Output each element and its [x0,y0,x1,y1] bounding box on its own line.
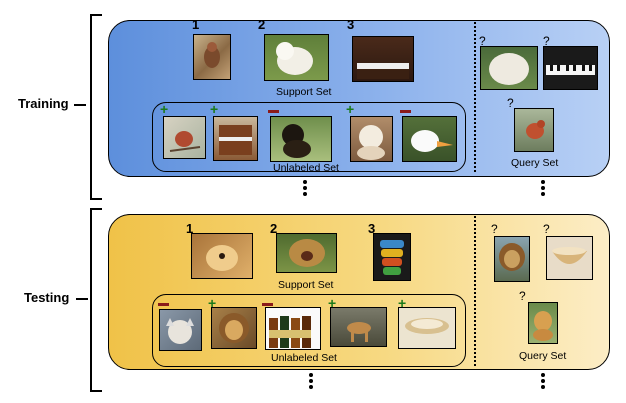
testing-unlabeled-minus-3 [262,303,273,306]
training-query-ellipsis-dot [541,186,545,190]
training-support-number-2: 2 [258,17,266,32]
training-query-piano-image [543,46,598,90]
testing-query-bowl-image [546,236,593,280]
training-label: Training [18,96,69,111]
testing-support-set-caption: Support Set [278,279,334,291]
training-query-set-caption: Query Set [511,157,559,169]
training-ellipsis-dot [303,186,307,190]
testing-unlabeled-lion-image [211,307,257,349]
testing-label: Testing [24,290,70,305]
training-unlabeled-piano-image [213,116,258,161]
testing-query-ellipsis-dot [541,373,545,377]
training-ellipsis-dot [303,180,307,184]
training-unlabeled-puppy-image [350,116,393,162]
testing-unlabeled-bowls-image [398,307,456,349]
testing-query-golden-retriever-image [528,302,558,344]
training-support-number-3: 3 [347,17,355,32]
training-query-question-2: ? [543,34,550,48]
training-unlabeled-black-dog-image [270,116,332,162]
training-query-ellipsis-dot [541,192,545,196]
testing-query-ellipsis-dot [541,379,545,383]
testing-unlabeled-minus-1 [158,303,169,306]
training-divider [474,22,476,172]
testing-unlabeled-plus-5: + [398,295,407,311]
training-query-ellipsis-dot [541,180,545,184]
testing-unlabeled-plus-2: + [208,295,217,311]
testing-label-dash [76,298,88,300]
testing-query-lion-image [494,236,530,282]
training-unlabeled-minus-3 [268,110,279,113]
training-support-set-caption: Support Set [276,86,332,98]
training-query-question-1: ? [479,34,486,48]
testing-query-question-2: ? [543,222,550,236]
training-support-piano-image [352,36,414,82]
testing-divider [474,216,476,366]
testing-support-number-2: 2 [270,221,278,236]
training-unlabeled-minus-5 [400,110,411,113]
testing-support-number-1: 1 [186,221,194,236]
training-query-question-3: ? [507,96,514,110]
training-unlabeled-plus-2: + [210,101,219,117]
testing-query-ellipsis-dot [541,385,545,389]
training-unlabeled-plus-4: + [346,101,355,117]
training-support-bird-image [193,34,231,80]
training-unlabeled-plus-1: + [160,101,169,117]
training-unlabeled-set-caption: Unlabeled Set [273,162,339,174]
training-query-bird-image [514,108,554,152]
training-bracket [90,14,102,200]
training-unlabeled-bird-image [163,116,206,159]
testing-query-set-caption: Query Set [519,350,567,362]
testing-unlabeled-wolf-image [159,309,202,351]
testing-ellipsis-dot [309,373,313,377]
training-query-dog-image [480,46,538,90]
testing-support-number-3: 3 [368,221,376,236]
training-ellipsis-dot [303,192,307,196]
testing-query-question-3: ? [519,289,526,303]
testing-support-golden-retriever-image [191,233,253,279]
testing-unlabeled-box [152,294,466,367]
training-unlabeled-box [152,102,466,172]
testing-bracket [90,208,102,392]
testing-ellipsis-dot [309,379,313,383]
training-unlabeled-duck-image [402,116,457,162]
testing-unlabeled-plus-4: + [328,295,337,311]
testing-support-lion-image [276,233,337,273]
testing-query-question-1: ? [491,222,498,236]
testing-unlabeled-bottles-image [265,307,321,350]
testing-support-bowls-image [373,233,411,281]
testing-unlabeled-dog-image [330,307,387,347]
training-support-dog-image [264,34,329,81]
training-label-dash [74,104,86,106]
testing-ellipsis-dot [309,385,313,389]
training-support-number-1: 1 [192,17,200,32]
testing-unlabeled-set-caption: Unlabeled Set [271,352,337,364]
